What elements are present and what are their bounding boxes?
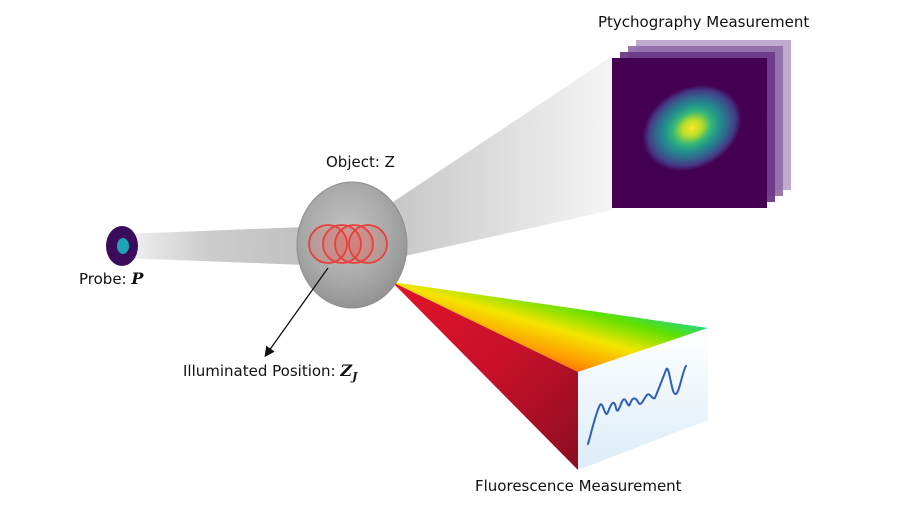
probe-beam: [124, 226, 330, 266]
illuminated-position-arrow: [264, 267, 329, 358]
scan-position-4: [348, 224, 388, 264]
illuminated-position-label: Illuminated Position: ZJ: [183, 361, 357, 383]
illuminated-symbol: ZJ: [340, 361, 358, 384]
fluorescence-prism: [392, 282, 708, 470]
probe-source: [106, 226, 138, 266]
scan-positions: [308, 224, 388, 264]
spectrum-panel: [578, 328, 708, 470]
object-label: Object: Z: [326, 153, 395, 171]
ptychography-label-text: Ptychography Measurement: [598, 13, 810, 31]
probe-symbol: P: [131, 269, 144, 288]
prism-top-face: [392, 282, 708, 372]
illuminated-symbol-subscript: J: [352, 370, 358, 384]
spectrum-curve: [587, 365, 687, 445]
ptychography-stack: [612, 40, 791, 208]
ptychography-label: Ptychography Measurement: [598, 13, 809, 31]
scan-position-3: [334, 224, 374, 264]
probe-label: Probe: P: [79, 269, 143, 288]
prism-side-face: [392, 282, 578, 470]
fluorescence-label: Fluorescence Measurement: [475, 477, 682, 495]
object-sample: [296, 181, 408, 309]
probe-label-text: Probe:: [79, 270, 132, 288]
illuminated-label-text: Illuminated Position:: [183, 362, 341, 380]
diffraction-peak: [642, 85, 742, 171]
object-label-text: Object: Z: [326, 153, 395, 171]
probe-core: [117, 238, 129, 254]
diffraction-cone: [378, 56, 612, 262]
object-shadow-edge: [296, 181, 408, 309]
fluorescence-label-text: Fluorescence Measurement: [475, 477, 682, 495]
illuminated-symbol-main: Z: [340, 361, 353, 380]
